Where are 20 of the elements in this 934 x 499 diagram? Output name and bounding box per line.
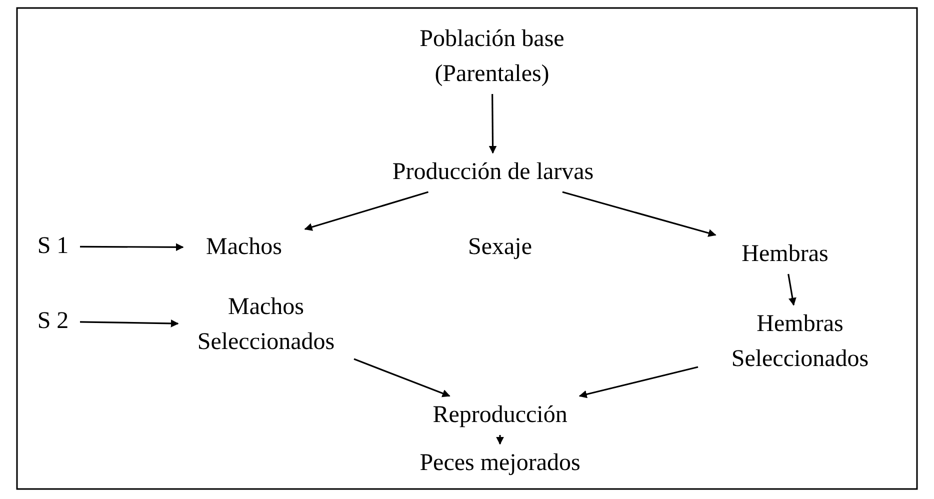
label: Sexaje [467,233,533,262]
node-text: Machos Seleccionados [180,290,352,360]
arrow [304,191,428,231]
node-text: S 1 [28,229,78,264]
node-text: Reproducción [400,398,600,433]
node-text: Producción de larvas [355,155,631,190]
arrow [562,191,716,237]
arrow [80,319,179,328]
arrow [578,366,698,398]
node-text: Hembras Seleccionados [700,307,900,377]
node-text: Peces mejorados [380,446,620,481]
node-text: Hembras [715,237,855,272]
node-text: Machos [185,230,303,265]
arrow [354,358,450,398]
node-text: Población base (Parentales) [400,22,584,92]
arrow [488,94,497,154]
node-text: S 2 [28,304,78,339]
arrow [788,274,796,306]
arrow [80,243,184,252]
arrow [496,435,504,445]
